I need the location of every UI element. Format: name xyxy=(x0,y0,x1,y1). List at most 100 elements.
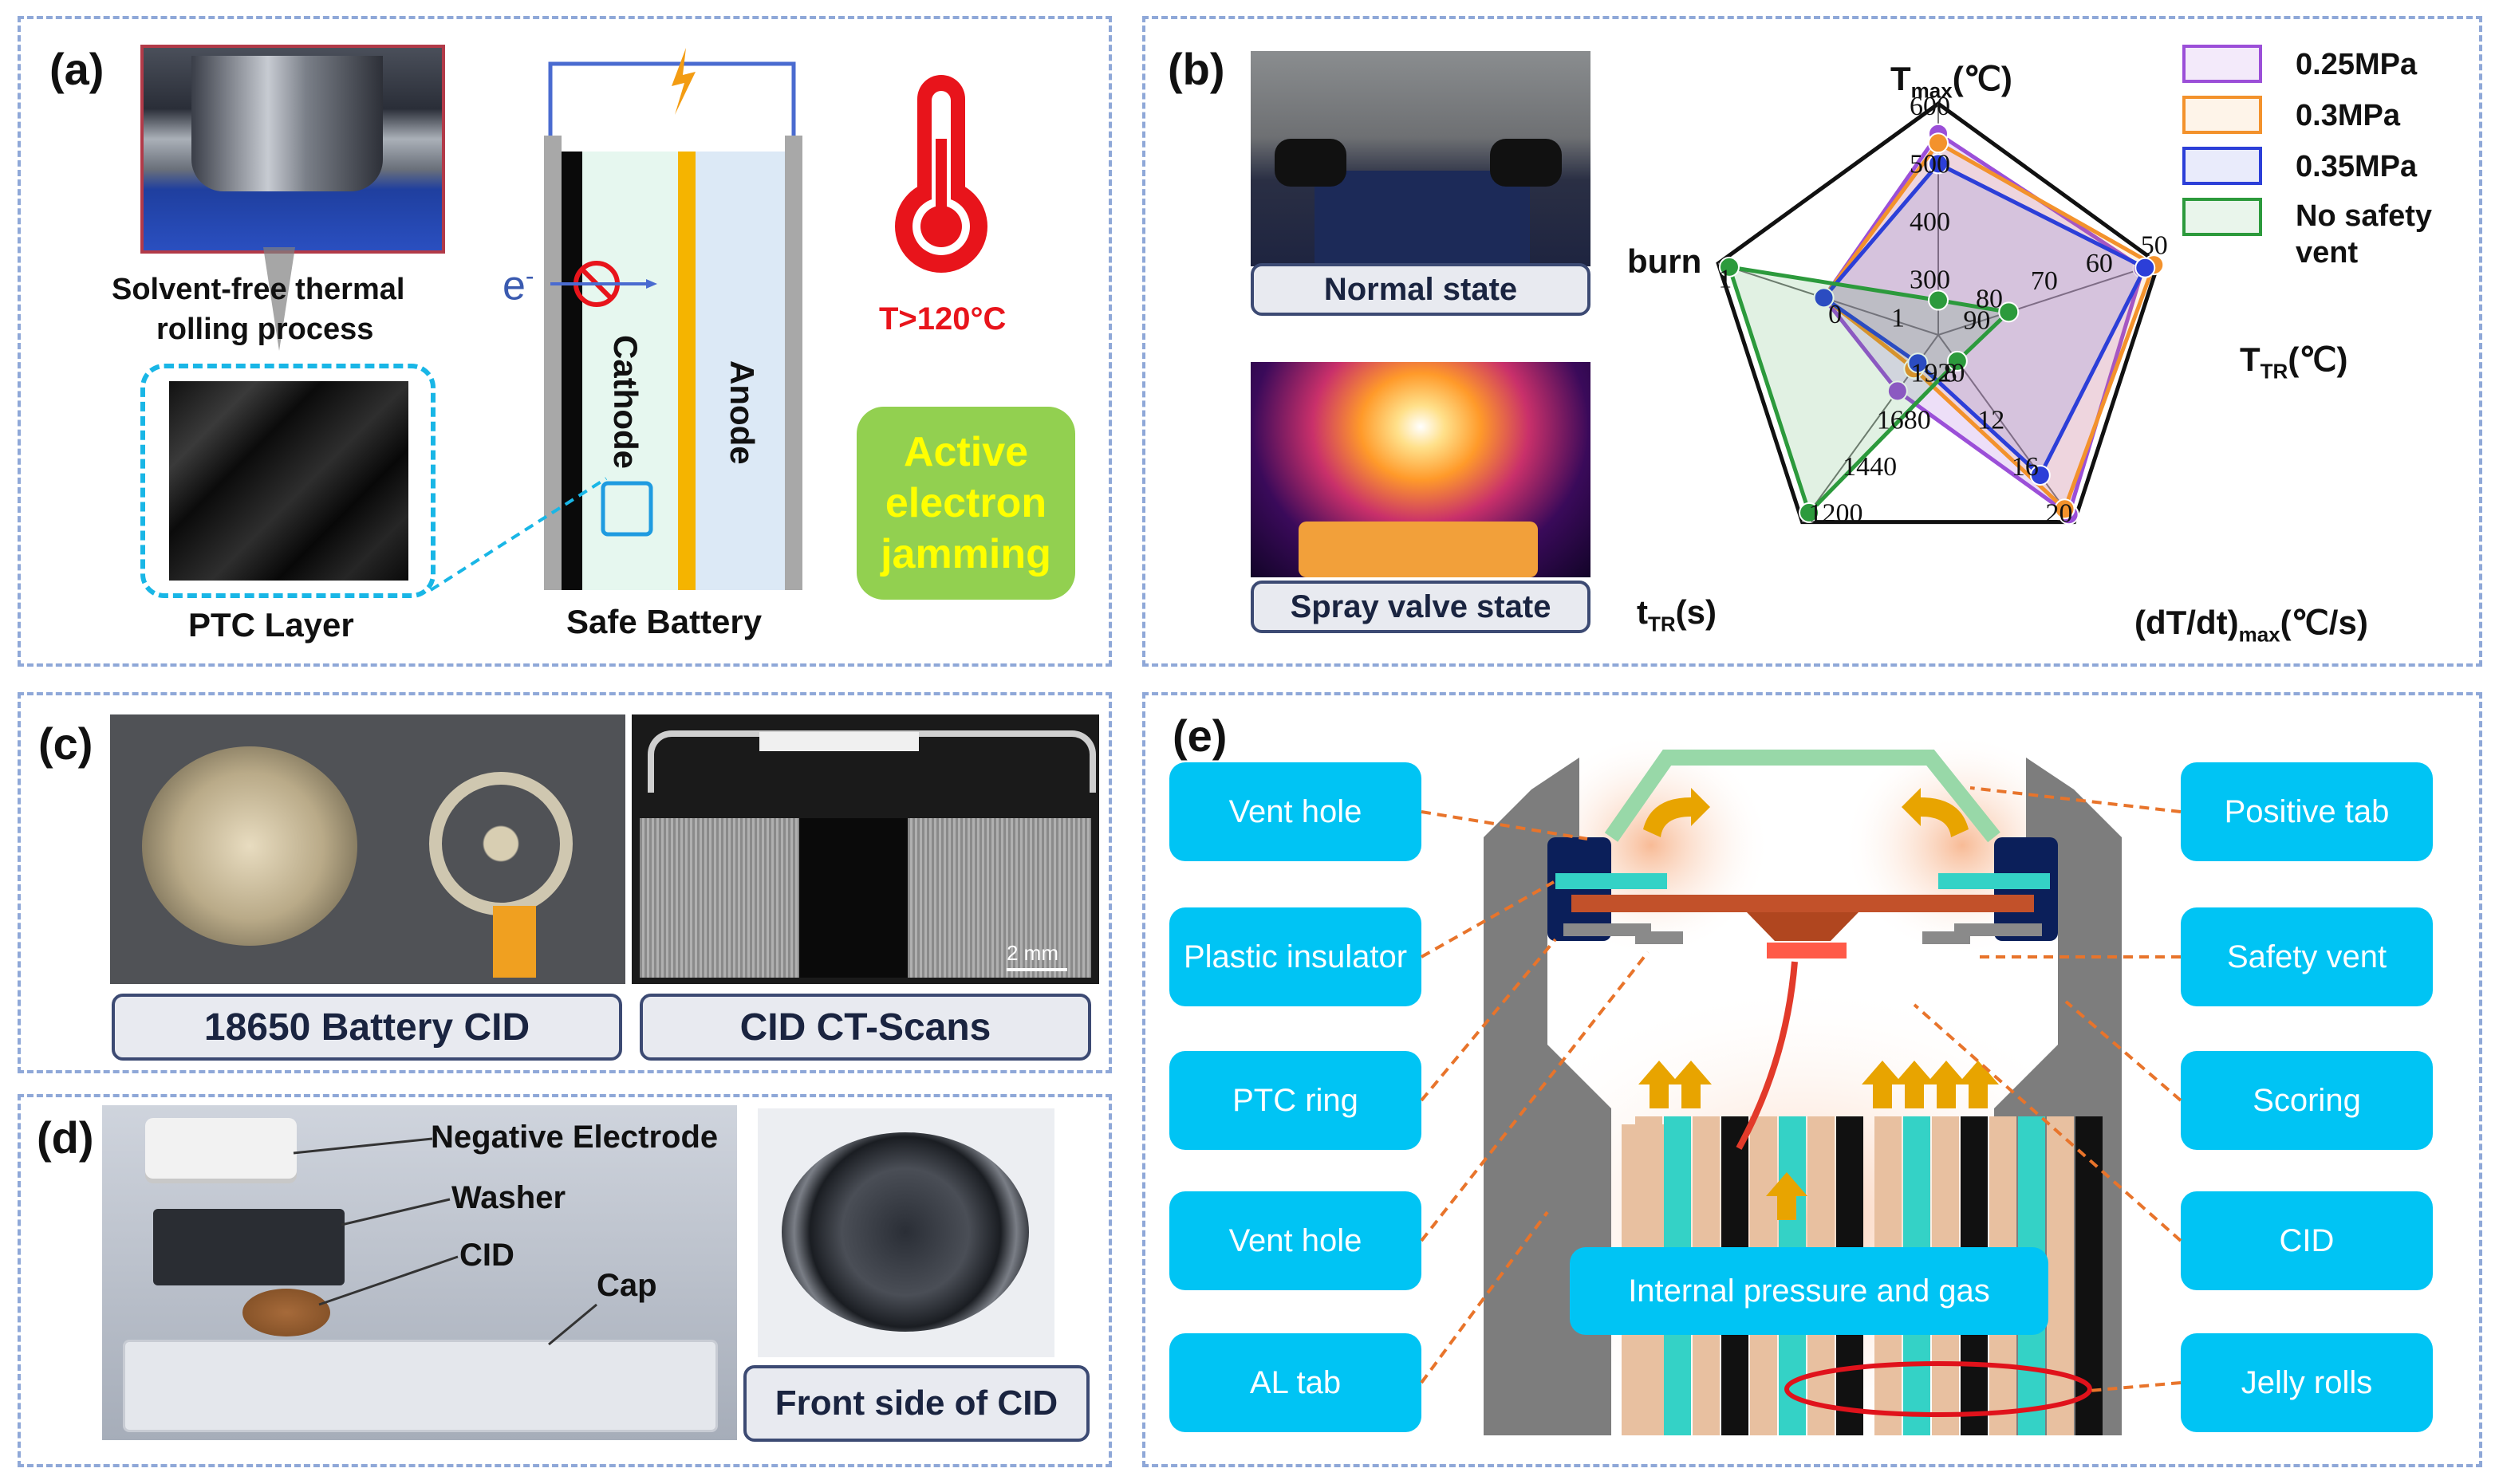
panel-a-label: (a) xyxy=(49,44,104,94)
axis-tmax: Tmax(℃) xyxy=(1890,59,2012,103)
axis-tmax-sub: max xyxy=(1910,78,1953,103)
radar-point xyxy=(2054,498,2075,520)
anode-label: Anode xyxy=(723,360,761,465)
axis-tmax-unit: (℃) xyxy=(1952,60,2012,97)
zoom-funnel xyxy=(263,247,295,351)
cid-shape xyxy=(242,1289,330,1336)
e-left-al-tab: AL tab xyxy=(1169,1333,1421,1432)
leader-lines-d xyxy=(293,1137,597,1346)
radar-tick-label: 1440 xyxy=(1843,452,1897,482)
axis-dtdt-t: (dT/dt) xyxy=(2134,604,2239,641)
process-line1: Solvent-free thermal xyxy=(112,273,405,306)
e-right-cid: CID xyxy=(2181,1191,2433,1290)
radar-chart: 3004005006008070605081216201920168014401… xyxy=(1716,92,2168,529)
panel-e xyxy=(1142,692,2482,1467)
cid-front-photo xyxy=(758,1108,1054,1357)
radar-tick-label: 300 xyxy=(1910,266,1950,295)
cid-front-caption: Front side of CID xyxy=(743,1365,1090,1442)
active-line1: Active xyxy=(903,429,1029,475)
radar-tick-label: 0 xyxy=(1828,300,1842,329)
zoom-lines xyxy=(429,477,608,592)
gas-arrow-icon xyxy=(1766,1172,1807,1220)
axis-ttr-t: T xyxy=(2240,340,2261,378)
spray-valve-caption: Spray valve state xyxy=(1251,581,1590,633)
radar-point xyxy=(1998,301,2020,323)
radar-tick-label: 12 xyxy=(1977,405,2004,435)
axis-ttrs-t: t xyxy=(1637,593,1648,631)
legend-swatch-025 xyxy=(2182,45,2262,83)
legend-swatch-novent xyxy=(2182,198,2262,236)
radar-tick-label: 1680 xyxy=(1877,405,1931,435)
ct-scan-photo xyxy=(632,714,1099,984)
cathode-label: Cathode xyxy=(607,335,644,469)
legend-label-novent-2: vent xyxy=(2296,236,2359,270)
temp-label: T>120°C xyxy=(879,301,1007,337)
radar-tick-label: 16 xyxy=(2012,452,2039,482)
ptc-layer-photo xyxy=(169,381,408,581)
normal-state-photo xyxy=(1251,51,1590,266)
axis-burn: burn xyxy=(1627,242,1702,280)
radar-tick-label: 400 xyxy=(1910,207,1950,237)
legend-label-035: 0.35MPa xyxy=(2296,150,2418,183)
radar-tick-label: 8 xyxy=(1944,359,1957,388)
axis-dtdt-sub: max xyxy=(2238,622,2280,647)
radar-point xyxy=(1813,287,1835,309)
radar-series-area xyxy=(1820,161,2148,479)
radar-tick-label: 1 xyxy=(1891,304,1905,333)
radar-tick-label: 1920 xyxy=(1910,359,1965,388)
radar-point xyxy=(1946,350,1968,372)
radar-tick-label: 500 xyxy=(1910,150,1950,179)
electron-sup: - xyxy=(525,262,534,290)
radar-tick-label: 600 xyxy=(1910,92,1950,121)
e-right-positive-tab: Positive tab xyxy=(2181,762,2433,861)
washer-label: Washer xyxy=(451,1180,566,1215)
legend-label-novent-1: No safety xyxy=(2296,199,2433,233)
axis-ttrs-sub: TR xyxy=(1648,612,1676,636)
e-right-scoring: Scoring xyxy=(2181,1051,2433,1150)
panel-b-label: (b) xyxy=(1168,44,1225,94)
panel-c-label: (c) xyxy=(38,718,93,769)
legend-label-025: 0.25MPa xyxy=(2296,48,2418,81)
radar-point xyxy=(1928,132,1949,154)
panel-d-label: (d) xyxy=(37,1112,94,1163)
radar-point xyxy=(1718,256,1740,278)
radar-tick-label: 90 xyxy=(1963,306,1990,336)
radar-point xyxy=(1799,502,1820,523)
exploded-cid-diagram xyxy=(102,1105,737,1440)
cid-label-d: CID xyxy=(459,1238,514,1273)
axis-ttr-unit: (℃) xyxy=(2288,340,2348,378)
e-right-jelly-rolls: Jelly rolls xyxy=(2181,1333,2433,1432)
gas-arrow-icon xyxy=(1925,1061,1967,1108)
spray-valve-photo xyxy=(1251,362,1590,577)
panel-a xyxy=(18,16,1112,667)
cap-shape xyxy=(123,1340,718,1432)
electron-text: e xyxy=(503,262,526,309)
legend-label-03: 0.3MPa xyxy=(2296,99,2400,132)
radar-tick-label: 1200 xyxy=(1809,499,1863,529)
cid-caption: 18650 Battery CID xyxy=(112,994,622,1061)
radar-series-area xyxy=(1726,264,2013,517)
neg-electrode-shape xyxy=(145,1118,297,1179)
e-left-vent-hole-2: Vent hole xyxy=(1169,1191,1421,1290)
safe-battery-diagram xyxy=(544,48,802,590)
rolling-photo xyxy=(140,45,445,254)
radar-point xyxy=(1928,289,1949,311)
legend: 0.25MPa 0.3MPa 0.35MPa No safety vent xyxy=(2176,40,2471,295)
panel-e-label: (e) xyxy=(1173,711,1228,761)
axis-tmax-t: T xyxy=(1890,60,1911,97)
jelly-roll-layer xyxy=(2047,1116,2074,1435)
ct-caption: CID CT-Scans xyxy=(640,994,1091,1061)
ptc-layer-frame xyxy=(140,364,436,598)
active-jamming-box: Active electron jamming xyxy=(857,407,1075,600)
radar-tick-label: 1 xyxy=(1718,264,1732,293)
radar-point xyxy=(1928,153,1949,175)
radar-point xyxy=(2134,257,2156,278)
panel-b xyxy=(1142,16,2482,667)
electron-label: e- xyxy=(503,262,534,309)
neg-electrode-label: Negative Electrode xyxy=(431,1120,719,1155)
legend-swatch-03 xyxy=(2182,96,2262,134)
gas-arrow-icon xyxy=(1638,1061,1680,1108)
e-left-ptc-ring: PTC ring xyxy=(1169,1051,1421,1150)
radar-tick-label: 50 xyxy=(2141,230,2168,260)
